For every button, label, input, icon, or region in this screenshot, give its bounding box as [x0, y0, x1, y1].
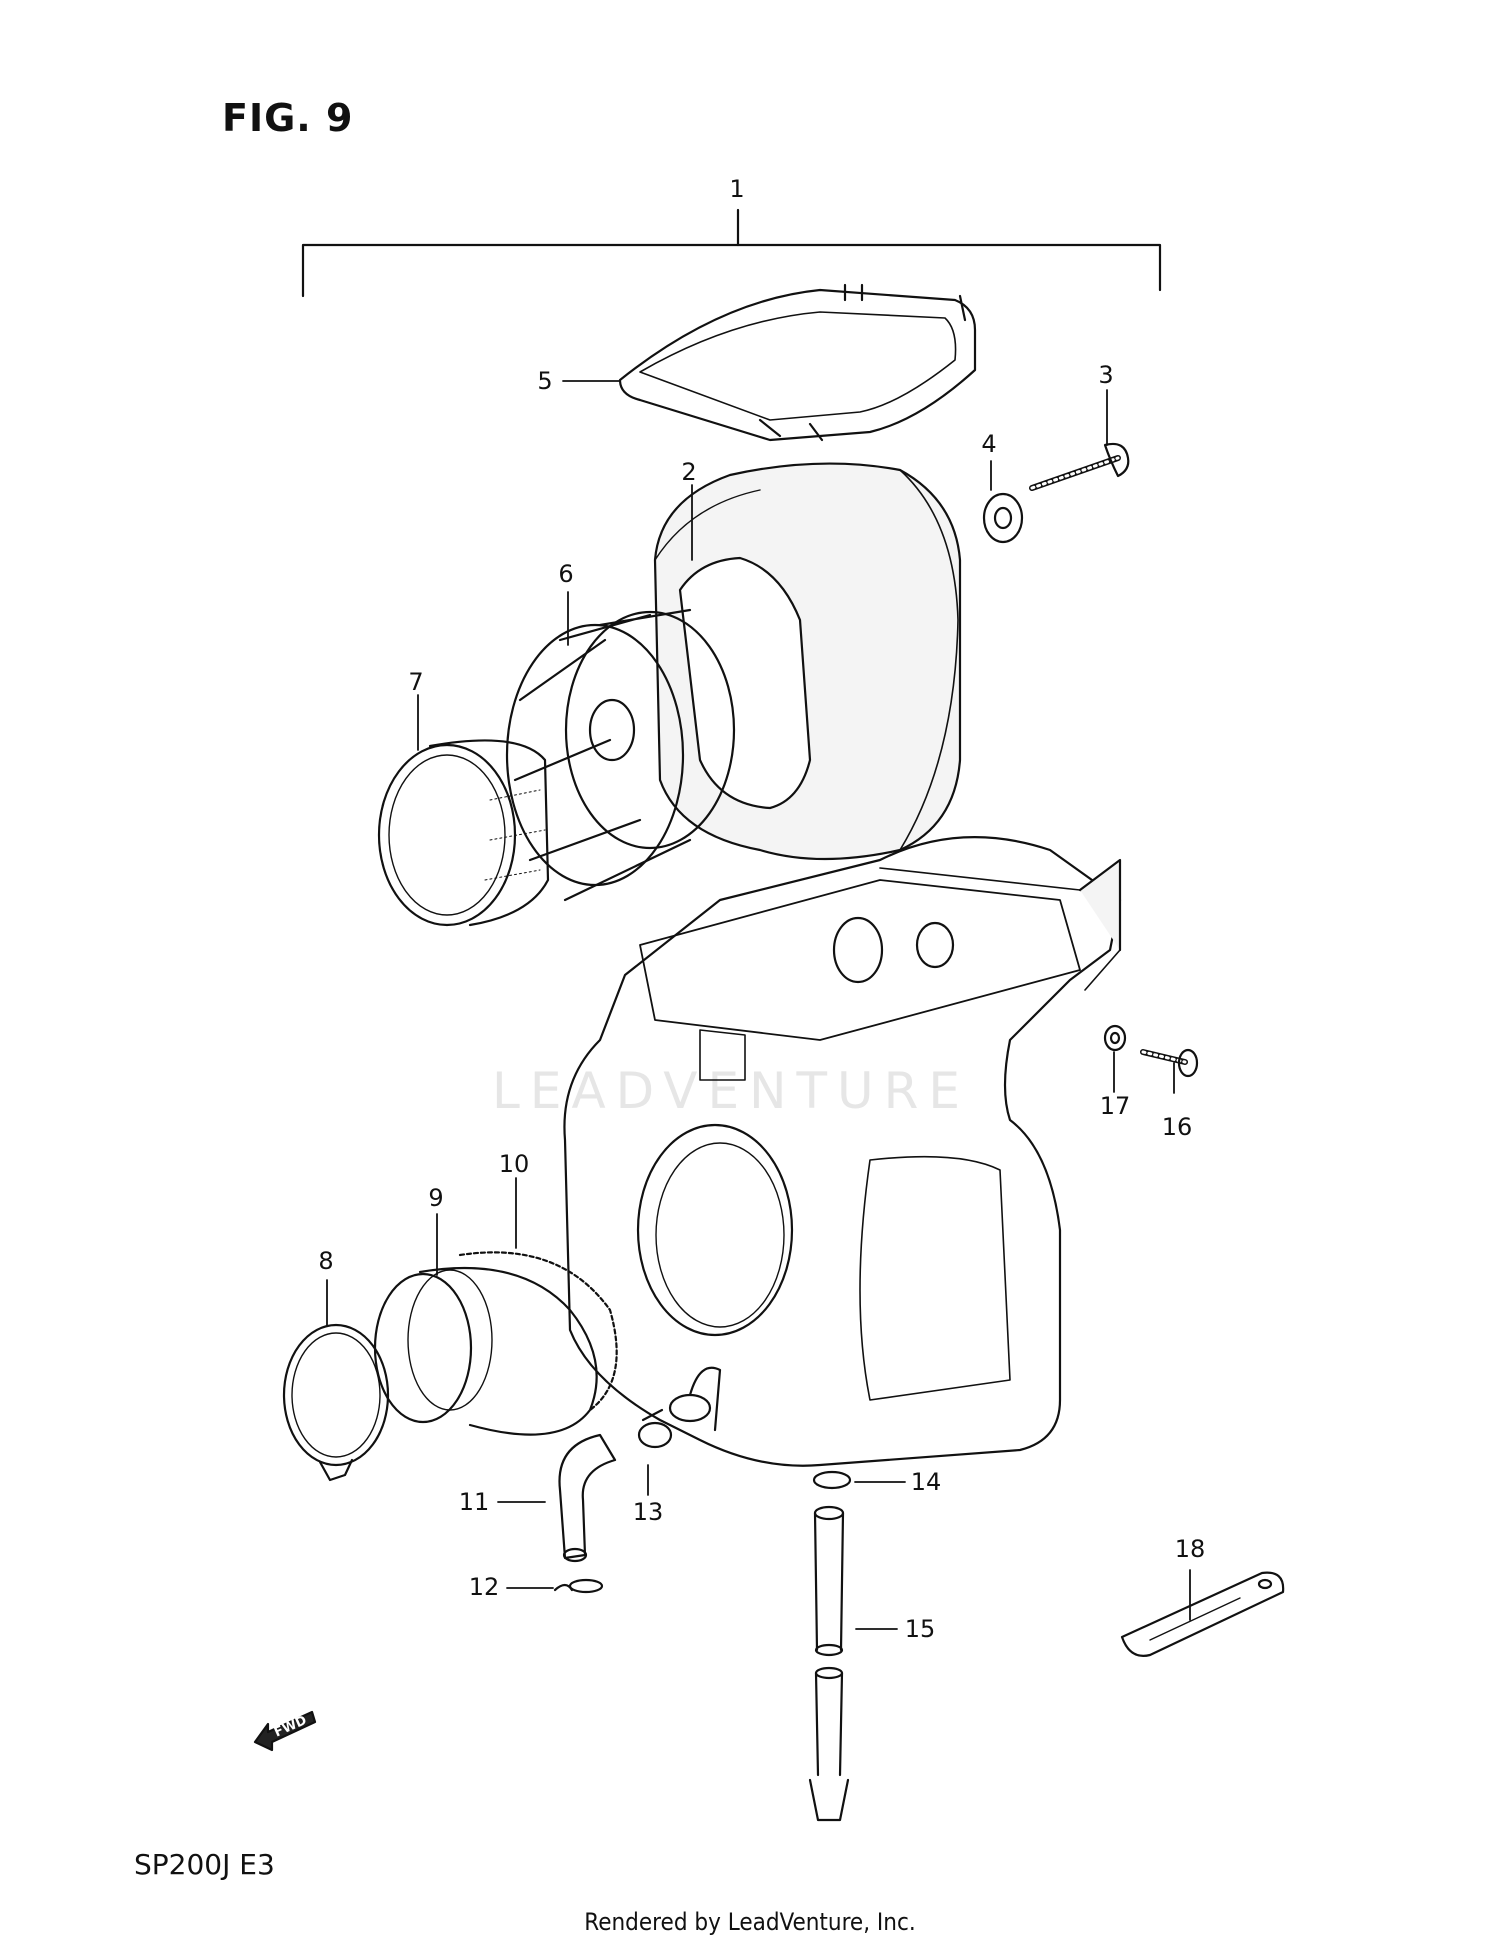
- figure-title: FIG. 9: [222, 96, 354, 140]
- callout-3: 3: [1098, 361, 1113, 389]
- part-intake-duct: [373, 1266, 598, 1436]
- callout-12: 12: [469, 1573, 500, 1601]
- leader-lines: [326, 380, 1191, 1630]
- callout-6: 6: [558, 560, 573, 588]
- part-clamp-13: [637, 1408, 673, 1449]
- callout-15: 15: [905, 1615, 936, 1643]
- part-hose-clamp-8: [282, 1323, 390, 1482]
- callout-10: 10: [499, 1150, 530, 1178]
- part-washer-17: [1103, 1024, 1127, 1052]
- part-air-box: [563, 836, 1122, 1467]
- callout-labels: 1 2 3 4 5 6 7 8 9 10 11 12 13 14 15 16 1…: [272, 175, 1205, 1741]
- part-seal-ring: [458, 1251, 618, 1412]
- callout-18: 18: [1175, 1535, 1206, 1563]
- model-code: SP200J E3: [134, 1848, 275, 1881]
- callout-14: 14: [911, 1468, 942, 1496]
- part-stay-bracket: [1120, 1571, 1285, 1657]
- callout-16: 16: [1162, 1113, 1193, 1141]
- callout-7: 7: [408, 668, 423, 696]
- part-foam-element: [653, 462, 962, 861]
- part-o-ring-14: [812, 1470, 852, 1490]
- callout-17: 17: [1100, 1092, 1131, 1120]
- callout-4: 4: [981, 430, 996, 458]
- callout-13: 13: [633, 1498, 664, 1526]
- fwd-arrow-icon: [253, 1710, 317, 1752]
- part-filter-cage: [505, 608, 736, 902]
- part-washer-4: [982, 492, 1024, 544]
- callout-1: 1: [729, 175, 744, 203]
- part-wing-bolt: [1029, 442, 1130, 491]
- part-cover-plate: [618, 283, 977, 442]
- fwd-label: FWD: [272, 1713, 309, 1741]
- render-credit: Rendered by LeadVenture, Inc.: [584, 1908, 916, 1936]
- part-clip-12: [553, 1578, 604, 1594]
- part-drain-hose: [558, 1433, 617, 1563]
- assembly-bracket: [301, 208, 1162, 298]
- part-screw-16: [1140, 1048, 1199, 1078]
- part-drain-tube: [808, 1505, 850, 1822]
- callout-8: 8: [318, 1247, 333, 1275]
- callout-11: 11: [459, 1488, 490, 1516]
- callout-2: 2: [681, 458, 696, 486]
- part-screen-cup: [377, 739, 550, 927]
- callout-9: 9: [428, 1184, 443, 1212]
- callout-5: 5: [537, 367, 552, 395]
